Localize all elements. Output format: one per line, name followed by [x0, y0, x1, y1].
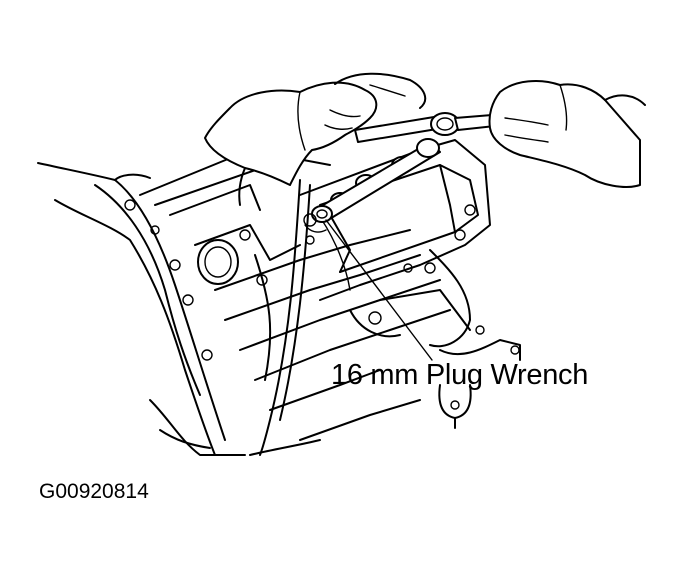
engine-block [139, 149, 451, 456]
hoses [254, 179, 351, 456]
leader-line [325, 219, 433, 361]
figure-id: G00920814 [39, 480, 149, 503]
intake-manifold [349, 249, 521, 429]
plug-wrench-label: 16 mm Plug Wrench [331, 359, 589, 391]
left-hand [204, 72, 427, 206]
bellhousing [37, 162, 246, 456]
plug-wrench [303, 111, 533, 233]
right-hand [488, 80, 646, 188]
